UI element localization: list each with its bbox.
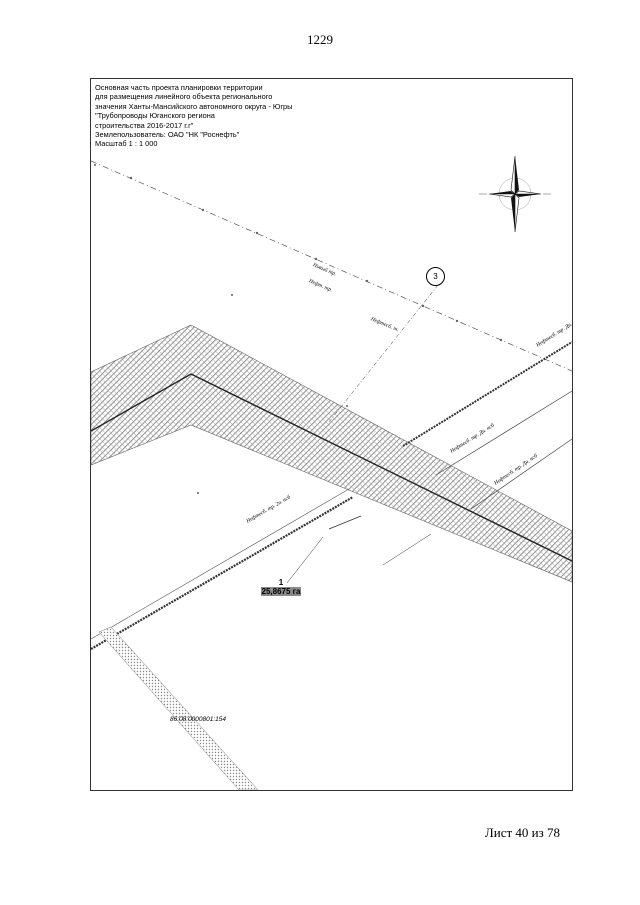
hatched-zone — [91, 324, 572, 583]
callout-leader — [328, 284, 439, 423]
parcel-leader — [286, 536, 324, 584]
parcel-number: 1 — [278, 578, 284, 587]
pipeline-right-1 — [402, 341, 572, 447]
map-canvas — [91, 155, 572, 790]
parcel-leader-2 — [328, 515, 362, 530]
sheet-footer: Лист 40 из 78 — [484, 825, 560, 840]
callout-marker: 3 — [426, 267, 445, 286]
title-block: Основная часть проекта планировки террит… — [95, 83, 293, 149]
title-line: Основная часть проекта планировки террит… — [95, 83, 263, 92]
main-pipeline — [91, 373, 572, 562]
title-line: для размещения линейного объекта региона… — [95, 92, 273, 102]
parcel-area: 25,8675 га — [260, 587, 302, 596]
land-user-line: Землепользователь: ОАО "НК "Роснефть" — [95, 130, 240, 140]
pipeline-left-thin — [91, 488, 350, 640]
pipeline-right-2 — [435, 390, 572, 476]
short-leader — [382, 533, 432, 566]
cadastral-number: 86:08:0000801:154 — [170, 716, 227, 723]
point-markers — [94, 164, 348, 494]
parcel-label: 1 25,8675 га — [259, 578, 303, 596]
page-number: 1229 — [307, 32, 333, 47]
boundary-ticks — [129, 176, 503, 342]
pipeline-left — [91, 496, 354, 650]
title-line: "Трубопроводы Юганского региона — [95, 111, 215, 121]
north-arrow-icon — [479, 155, 551, 233]
title-line: значения Ханты-Мансийского автономного о… — [95, 101, 293, 111]
boundary-line-dashed — [91, 160, 572, 372]
road-strip — [98, 626, 259, 790]
scale-line: Масштаб 1 : 1 000 — [95, 139, 158, 149]
pipeline-right-3 — [470, 438, 572, 510]
map-frame: Основная часть проекта планировки террит… — [90, 78, 573, 791]
title-line: строительства 2016-2017 г.г" — [95, 120, 194, 130]
